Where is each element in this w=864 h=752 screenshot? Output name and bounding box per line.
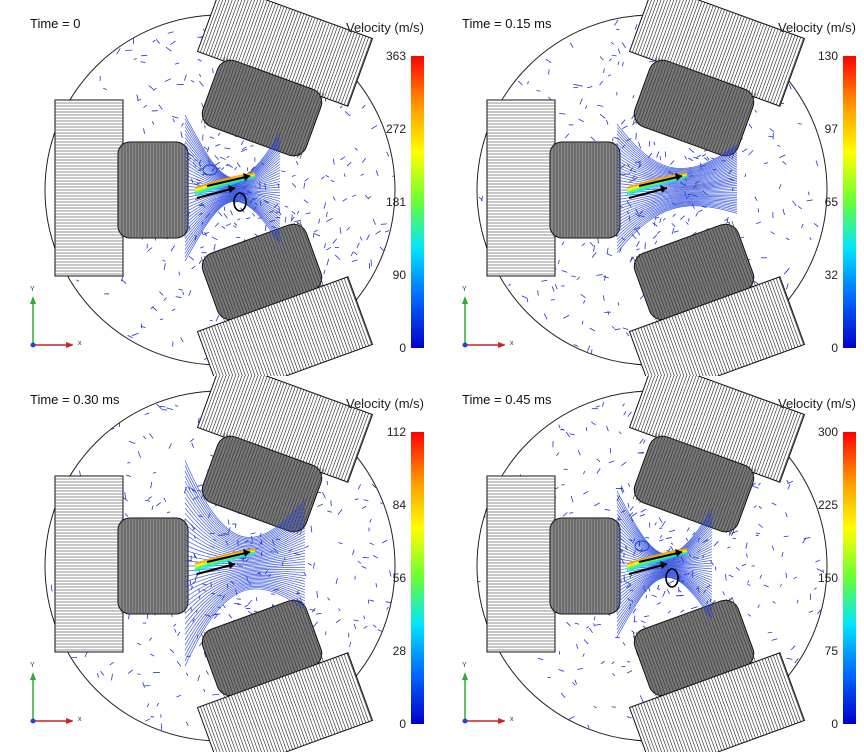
flow-field-plot xyxy=(462,376,828,752)
velocity-colorbar-title: Velocity (m/s) xyxy=(777,20,856,35)
left-electrode-inner xyxy=(549,517,621,615)
left-electrode-inner xyxy=(117,517,189,615)
axis-y-label: Y xyxy=(30,286,35,293)
flow-direction-arrows xyxy=(196,164,251,212)
colorbar-tick-label: 130 xyxy=(817,49,838,63)
colorbar-tick-label: 225 xyxy=(817,498,838,512)
colorbar-tick-label: 75 xyxy=(824,644,838,658)
flow-field-plot xyxy=(462,0,828,376)
colorbar-tick-label: 0 xyxy=(399,341,406,355)
simulation-panel: Time = 0 Velocity (m/s) 363 272 181 90 0… xyxy=(0,0,432,376)
axis-y-label: Y xyxy=(462,286,467,293)
time-label: Time = 0.45 ms xyxy=(462,392,552,407)
left-electrode-inner xyxy=(117,141,189,239)
lower-electrode-outer xyxy=(628,652,806,752)
streamlines xyxy=(184,460,306,667)
colorbar-tick-label: 272 xyxy=(385,122,406,136)
flow-field-plot xyxy=(30,0,396,376)
time-label: Time = 0.15 ms xyxy=(462,16,552,31)
lower-electrode-inner xyxy=(632,220,757,323)
left-electrode-outer xyxy=(54,99,124,277)
upper-electrode-inner xyxy=(632,57,757,160)
lower-electrode-outer xyxy=(196,276,374,376)
upper-electrode-outer xyxy=(628,0,806,107)
colorbar-tick-label: 90 xyxy=(392,268,406,282)
flow-direction-arrows xyxy=(628,173,683,199)
time-label: Time = 0 xyxy=(30,16,81,31)
axis-x-label: x xyxy=(510,716,514,723)
colorbar-tick-label: 363 xyxy=(385,49,406,63)
colorbar-tick-label: 97 xyxy=(824,122,838,136)
colorbar-tick-label: 112 xyxy=(386,425,406,439)
left-electrode-outer xyxy=(486,99,556,277)
colorbar-tick-label: 300 xyxy=(817,425,838,439)
velocity-colorbar-title: Velocity (m/s) xyxy=(777,396,856,411)
lower-electrode-inner xyxy=(200,596,325,699)
colorbar-tick-label: 0 xyxy=(831,341,838,355)
lower-electrode-inner xyxy=(632,596,757,699)
upper-electrode-inner xyxy=(200,433,325,536)
flow-field-plot xyxy=(30,376,396,752)
simulation-panel: Time = 0.15 ms Velocity (m/s) 130 97 65 … xyxy=(432,0,864,376)
upper-electrode-outer xyxy=(196,0,374,107)
velocity-colorbar xyxy=(411,432,424,724)
left-electrode-inner xyxy=(549,141,621,239)
colorbar-tick-label: 150 xyxy=(817,571,838,585)
colorbar-tick-label: 84 xyxy=(392,498,406,512)
flow-direction-arrows xyxy=(628,540,683,588)
streamlines xyxy=(616,123,738,253)
velocity-colorbar xyxy=(843,56,856,348)
axis-x-label: x xyxy=(510,340,514,347)
colorbar-tick-label: 32 xyxy=(824,268,838,282)
simulation-panel: Time = 0.45 ms Velocity (m/s) 300 225 15… xyxy=(432,376,864,752)
left-electrode-outer xyxy=(486,475,556,653)
coordinate-triad xyxy=(30,296,74,348)
flow-direction-arrows xyxy=(196,549,251,575)
time-label: Time = 0.30 ms xyxy=(30,392,120,407)
upper-electrode-inner xyxy=(200,57,325,160)
upper-electrode-inner xyxy=(632,433,757,536)
colorbar-tick-label: 0 xyxy=(831,717,838,731)
velocity-colorbar xyxy=(411,56,424,348)
axis-x-label: x xyxy=(78,340,82,347)
velocity-colorbar-title: Velocity (m/s) xyxy=(345,20,424,35)
colorbar-tick-label: 28 xyxy=(392,644,406,658)
lower-electrode-outer xyxy=(196,652,374,752)
axis-y-label: Y xyxy=(462,662,467,669)
colorbar-tick-label: 0 xyxy=(399,717,406,731)
velocity-colorbar xyxy=(843,432,856,724)
left-electrode-outer xyxy=(54,475,124,653)
colorbar-tick-label: 181 xyxy=(385,195,406,209)
axis-y-label: Y xyxy=(30,662,35,669)
colorbar-tick-label: 56 xyxy=(392,571,406,585)
coordinate-triad xyxy=(462,296,506,348)
coordinate-triad xyxy=(30,672,74,724)
velocity-colorbar-title: Velocity (m/s) xyxy=(345,396,424,411)
lower-electrode-outer xyxy=(628,276,806,376)
coordinate-triad xyxy=(462,672,506,724)
simulation-panel: Time = 0.30 ms Velocity (m/s) 112 84 56 … xyxy=(0,376,432,752)
colorbar-tick-label: 65 xyxy=(824,195,838,209)
axis-x-label: x xyxy=(78,716,82,723)
